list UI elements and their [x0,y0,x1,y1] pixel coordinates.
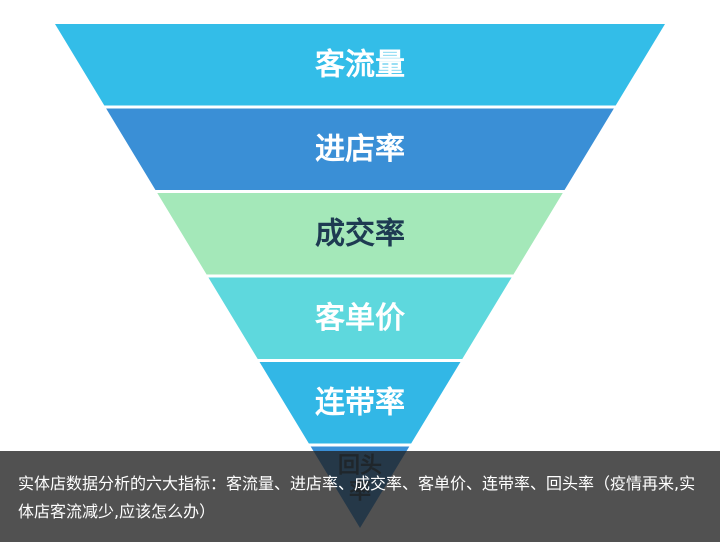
funnel-segment-label: 进店率 [315,132,405,167]
funnel-segment-label: 客单价 [315,301,405,336]
funnel-segment [208,277,512,359]
caption-bar: 实体店数据分析的六大指标：客流量、进店率、成交率、客单价、连带率、回头率（疫情再… [0,451,720,542]
funnel-segment-label: 客流量 [315,47,405,82]
funnel-segment [106,108,614,190]
funnel-segment-label: 连带率 [315,385,405,420]
funnel-segment [55,24,665,106]
funnel-segment-label: 成交率 [315,216,405,251]
caption-text: 实体店数据分析的六大指标：客流量、进店率、成交率、客单价、连带率、回头率（疫情再… [18,474,696,521]
funnel-segment [259,362,461,444]
funnel-segment [157,193,563,275]
